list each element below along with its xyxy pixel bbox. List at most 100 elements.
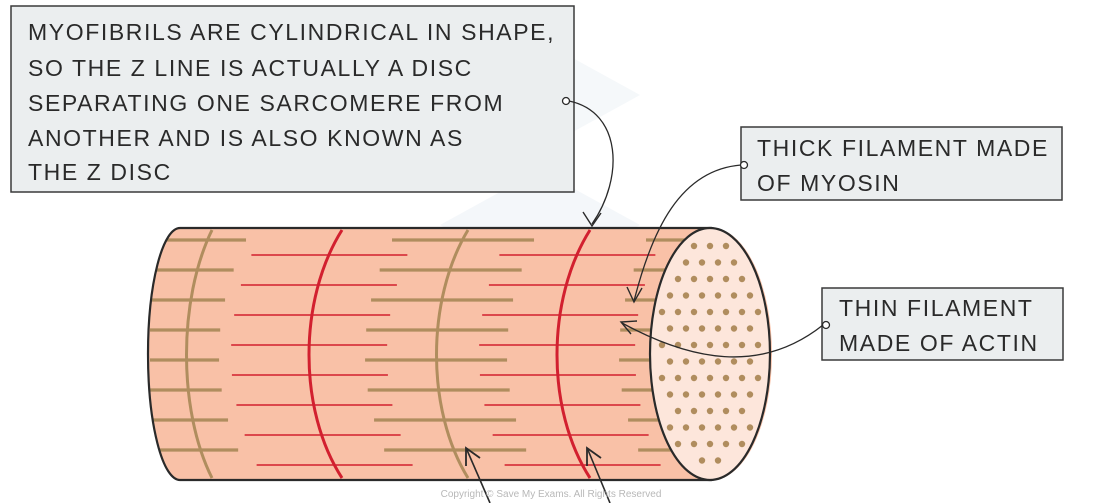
thick-filament-line-1: THICK FILAMENT MADE — [757, 135, 1049, 161]
filament-cross-section-dot — [714, 325, 722, 332]
filament-cross-section-dot — [682, 292, 690, 299]
filament-cross-section-dot — [706, 374, 714, 382]
z-disc-note-line-4: ANOTHER AND IS ALSO KNOWN AS — [28, 125, 464, 151]
z-disc-note-line-5: THE Z DISC — [28, 159, 172, 185]
filament-cross-section-dot — [682, 391, 690, 398]
filament-cross-section-dot — [706, 275, 714, 283]
z-disc-note-label: MYOFIBRILS ARE CYLINDRICAL IN SHAPE, SO … — [10, 5, 575, 193]
filament-cross-section-dot — [746, 424, 754, 431]
filament-cross-section-dot — [714, 259, 722, 266]
z-disc-note-box — [10, 5, 575, 193]
filament-cross-section-dot — [690, 242, 698, 250]
z-disc-right — [555, 229, 592, 479]
filament-cross-section-dot — [690, 308, 698, 316]
filament-cross-section-dot — [698, 358, 706, 365]
filament-cross-section-dot — [738, 341, 746, 349]
filament-cross-section-dot — [738, 374, 746, 382]
arrow-shaft — [587, 449, 611, 503]
filament-cross-section-dot — [754, 374, 762, 382]
filament-cross-section-dot — [722, 407, 730, 415]
filament-cross-section-dot — [666, 391, 674, 398]
filament-cross-section-dot — [698, 457, 706, 464]
filament-cross-section-dot — [754, 308, 762, 316]
pointer-dot — [821, 320, 831, 330]
pointer-line — [621, 322, 824, 358]
z-disc-left — [307, 229, 344, 479]
filament-cross-section-dot — [730, 292, 738, 299]
filament-cross-section-dot — [690, 374, 698, 382]
filament-cross-section-dot — [698, 424, 706, 431]
arrowhead-icon — [465, 446, 481, 466]
filament-cross-section-dot — [706, 308, 714, 316]
filament-cross-section-dot — [730, 259, 738, 266]
filament-cross-section-dot — [706, 407, 714, 415]
filament-cross-section-dot — [690, 440, 698, 448]
thin-filament-line-2: MADE OF ACTIN — [839, 330, 1039, 356]
thick-filament-box — [740, 126, 1063, 201]
pointer-line — [633, 164, 742, 302]
myofibril-cylinder — [146, 226, 772, 482]
filament-cross-section-dot — [666, 292, 674, 299]
pointer-z-disc — [561, 96, 614, 228]
pointer-thick-filament — [626, 160, 749, 304]
filament-cross-section-dot — [714, 292, 722, 299]
filament-cross-section-dot — [674, 374, 682, 382]
bottom-arrow-right — [586, 446, 611, 503]
filament-cross-section-dot — [730, 358, 738, 365]
thick-filament-label: THICK FILAMENT MADE OF MYOSIN — [740, 126, 1063, 201]
filament-cross-section-dot — [666, 325, 674, 332]
filament-cross-section-dot — [698, 391, 706, 398]
arrowhead-icon — [619, 320, 638, 335]
cylinder-body — [148, 228, 772, 480]
pointer-dot — [739, 160, 749, 170]
filament-cross-section-dot — [738, 275, 746, 283]
m-line-left — [185, 229, 214, 479]
thick-filament-line-2: OF MYOSIN — [757, 170, 900, 196]
filament-cross-section-dot — [738, 308, 746, 316]
arrowhead-icon — [582, 211, 602, 228]
filament-cross-section-dot — [666, 424, 674, 431]
filament-cross-section-dot — [674, 440, 682, 448]
filament-cross-section-dot — [730, 325, 738, 332]
filament-cross-section-dot — [714, 391, 722, 398]
arrowhead-icon — [626, 286, 643, 304]
filament-cross-section-dot — [706, 242, 714, 250]
filament-cross-section-dot — [738, 440, 746, 448]
filament-cross-section-dot — [722, 308, 730, 316]
filament-cross-section-dot — [746, 292, 754, 299]
m-line-middle — [435, 229, 470, 479]
filament-cross-section-dot — [746, 391, 754, 398]
filament-cross-section-dot — [730, 391, 738, 398]
filament-cross-section-dot — [746, 358, 754, 365]
filament-cross-section-dot — [706, 341, 714, 349]
filament-cross-section-dot — [714, 457, 722, 464]
filament-cross-section-dot — [722, 242, 730, 250]
filament-cross-section-dot — [698, 259, 706, 266]
filament-cross-section-dot — [690, 275, 698, 283]
z-disc-note-line-1: MYOFIBRILS ARE CYLINDRICAL IN SHAPE, — [28, 19, 555, 45]
filament-cross-section-dot — [746, 325, 754, 332]
copyright-text: Copyright © Save My Exams. All Rights Re… — [441, 489, 662, 500]
filament-cross-section-dot — [722, 374, 730, 382]
filament-cross-section-dot — [674, 275, 682, 283]
filament-cross-section-dot — [754, 341, 762, 349]
filament-cross-section-dot — [698, 292, 706, 299]
pointer-thin-filament — [619, 320, 831, 358]
filament-cross-section-dot — [658, 374, 666, 382]
filament-cross-section-dot — [690, 407, 698, 415]
z-disc-note-line-3: SEPARATING ONE SARCOMERE FROM — [28, 90, 504, 116]
filament-cross-section-dot — [738, 407, 746, 415]
pointer-line — [568, 100, 614, 225]
filament-cross-section-dot — [698, 325, 706, 332]
filament-cross-section-dot — [682, 358, 690, 365]
filament-cross-section-dot — [666, 358, 674, 365]
filament-cross-section-dot — [706, 440, 714, 448]
filament-cross-section-dot — [658, 341, 666, 349]
thin-filament-line-1: THIN FILAMENT — [839, 295, 1034, 321]
pointer-dot — [561, 96, 571, 106]
bottom-arrow-left — [465, 446, 491, 503]
filament-cross-section-dot — [658, 308, 666, 316]
arrowhead-icon — [586, 446, 602, 466]
z-disc-note-line-2: SO THE Z LINE IS ACTUALLY A DISC — [28, 55, 473, 81]
filament-cross-section-dot — [682, 424, 690, 431]
